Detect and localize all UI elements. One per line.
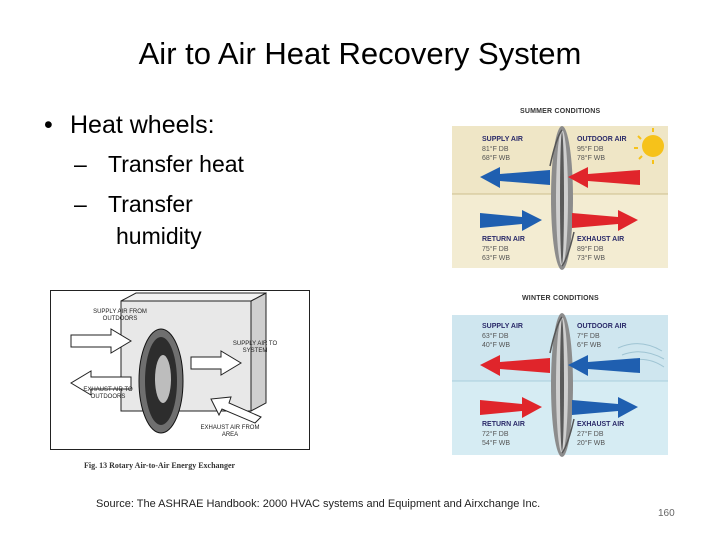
summer-exhaust-db: 89°F DB	[577, 246, 604, 253]
summer-return-db: 75°F DB	[482, 246, 509, 253]
label-exhaust-from-area: EXHAUST AIR FROM AREA	[200, 425, 260, 438]
summer-exhaust-wb: 73°F WB	[577, 255, 606, 262]
winter-outdoor-wb: 6°F WB	[577, 342, 602, 349]
winter-supply-db: 63°F DB	[482, 333, 509, 340]
slide-title: Air to Air Heat Recovery System	[138, 36, 582, 71]
return-air-arrow	[480, 210, 542, 231]
bullet-dot: •	[44, 111, 53, 139]
summer-return-label: RETURN AIR	[482, 236, 525, 243]
supply-out-arrow	[190, 350, 242, 376]
return-air-arrow	[480, 397, 542, 418]
summer-supply-db: 81°F DB	[482, 146, 509, 153]
winter-exhaust-label: EXHAUST AIR	[577, 421, 625, 428]
summer-return-wb: 63°F WB	[482, 255, 511, 262]
winter-exhaust-db: 27°F DB	[577, 431, 604, 438]
summer-supply-wb: 68°F WB	[482, 155, 511, 162]
label-supply-to-system: SUPPLY AIR TO SYSTEM	[232, 341, 278, 354]
winter-return-label: RETURN AIR	[482, 421, 525, 428]
page-number: 160	[658, 508, 675, 519]
summer-outdoor-label: OUTDOOR AIR	[577, 136, 627, 143]
outdoor-air-arrow	[568, 167, 640, 188]
exhaust-out-arrow	[70, 370, 132, 396]
exhaust-air-arrow	[572, 397, 638, 418]
rotary-exchanger-figure: SUPPLY AIR FROM OUTDOORS SUPPLY AIR TO S…	[50, 290, 310, 450]
summer-outdoor-wb: 78°F WB	[577, 155, 606, 162]
figure-caption: Fig. 13 Rotary Air-to-Air Energy Exchang…	[84, 461, 236, 470]
label-supply-from-outdoors: SUPPLY AIR FROM OUTDOORS	[93, 309, 147, 322]
winter-return-db: 72°F DB	[482, 431, 509, 438]
exhaust-air-arrow	[572, 210, 638, 231]
winter-illustration	[452, 313, 668, 457]
heat-wheel-icon	[551, 313, 573, 457]
supply-in-arrow	[70, 328, 132, 354]
sub-item: – Transfer humidity	[44, 188, 304, 252]
winter-return-wb: 54°F WB	[482, 440, 511, 447]
heat-wheel-icon	[551, 126, 573, 270]
summer-diagram: SUMMER CONDITIONS	[450, 108, 670, 270]
sun-icon	[634, 128, 664, 164]
bullet-list: • Heat wheels: – Transfer heat – Transfe…	[44, 108, 304, 252]
winter-outdoor-db: 7°F DB	[577, 333, 600, 340]
bullet-text: Heat wheels:	[70, 111, 215, 139]
source-citation: Source: The ASHRAE Handbook: 2000 HVAC s…	[96, 498, 541, 510]
winter-supply-label: SUPPLY AIR	[482, 323, 523, 330]
winter-outdoor-label: OUTDOOR AIR	[577, 323, 627, 330]
sub-item-text-continued: humidity	[116, 223, 202, 249]
supply-air-arrow	[480, 355, 550, 376]
sub-item: – Transfer heat	[44, 148, 304, 180]
winter-title: WINTER CONDITIONS	[522, 295, 599, 302]
sub-item-text: Transfer	[108, 191, 193, 217]
summer-supply-label: SUPPLY AIR	[482, 136, 523, 143]
label-exhaust-to-outdoors: EXHAUST AIR TO OUTDOORS	[83, 387, 133, 400]
summer-illustration	[452, 126, 668, 270]
summer-outdoor-db: 95°F DB	[577, 146, 604, 153]
supply-air-arrow	[480, 167, 550, 188]
dash-marker: –	[74, 151, 87, 177]
winter-diagram: WINTER CONDITIONS SUP	[450, 293, 670, 459]
outdoor-air-arrow	[568, 355, 640, 376]
bullet-item: • Heat wheels:	[44, 108, 304, 142]
rotary-exchanger-illustration	[70, 292, 267, 434]
sub-item-text: Transfer heat	[108, 151, 244, 177]
summer-exhaust-label: EXHAUST AIR	[577, 236, 625, 243]
heat-wheel-icon	[138, 328, 184, 434]
summer-title: SUMMER CONDITIONS	[520, 108, 601, 115]
winter-exhaust-wb: 20°F WB	[577, 440, 606, 447]
dash-marker: –	[74, 191, 87, 217]
winter-supply-wb: 40°F WB	[482, 342, 511, 349]
exhaust-in-arrow	[210, 396, 262, 424]
